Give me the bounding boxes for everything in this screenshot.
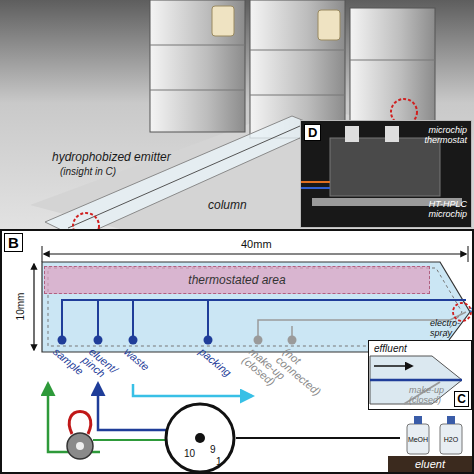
zone-label: thermostated area: [45, 267, 429, 293]
supply-line: [236, 437, 400, 439]
inset-label: microchip thermostat: [397, 125, 467, 145]
port-number: 1: [216, 456, 222, 467]
port-label: eluent/ pinch: [80, 346, 125, 389]
port-dot: [254, 336, 263, 345]
flow-label: effluent: [374, 343, 407, 354]
bottle-cap: [447, 416, 455, 424]
dimension-label: 10mm: [15, 292, 26, 322]
inset-background: [368, 340, 472, 410]
panel-background: [0, 229, 474, 474]
solvent-bottle: [440, 424, 462, 454]
chip-outline: [42, 262, 470, 352]
callout-note: (insight in C): [60, 166, 116, 177]
dimension-tick: [468, 246, 469, 262]
port-number: 10: [184, 448, 195, 459]
solvent-bottle: [407, 424, 429, 454]
port-dot: [94, 336, 103, 345]
glass-chip: [45, 116, 322, 238]
inset-photo: [300, 120, 472, 228]
panel-letter: D: [304, 124, 321, 141]
tubing-loop: [69, 412, 91, 435]
chip-channel: [207, 300, 209, 340]
panel-letter: C: [454, 391, 469, 407]
dimension-line: [33, 264, 34, 350]
thermostated-zone: thermostated area: [44, 266, 430, 294]
block-label: eluent: [388, 456, 472, 472]
gauge-center: [76, 442, 84, 450]
dimension-line: [44, 253, 466, 254]
block-groove: [350, 60, 435, 61]
valve-body: [166, 404, 234, 472]
wire: [300, 187, 330, 189]
port-number: 9: [210, 444, 216, 455]
inset-label: HT-HPLC microchip: [407, 199, 467, 219]
port-dot: [204, 336, 213, 345]
switching-valve: 10 91: [164, 402, 236, 474]
port-dot: [58, 336, 67, 345]
fitting-knob: [318, 10, 340, 40]
dimension-label: 40mm: [241, 238, 272, 250]
bottle-label: H2O: [440, 436, 462, 443]
port-label: packing: [197, 346, 250, 393]
panel-letter: B: [4, 233, 23, 252]
block-groove: [250, 50, 345, 51]
callout-label: hydrophobized emitter: [52, 150, 171, 164]
sample-line: [93, 439, 166, 441]
photo-background: [0, 0, 474, 229]
port-label: waste: [122, 346, 175, 393]
chip-channel: [370, 379, 462, 382]
channel-label: make-up (closed): [409, 385, 453, 405]
inset-photo-frame: Dmicrochip thermostatHT-HPLC microchip: [300, 120, 472, 228]
metal-block: [250, 0, 345, 138]
metal-block: [150, 0, 245, 132]
block-groove: [150, 45, 245, 46]
spray-label: electro-spray: [430, 318, 472, 338]
dimension-tick: [42, 246, 43, 262]
flow-arrow: [374, 365, 412, 367]
block-groove: [250, 95, 345, 96]
wire: [300, 181, 330, 183]
callout-label: column: [208, 198, 247, 212]
bottle-cap: [414, 416, 422, 424]
valve-rotor: [195, 433, 205, 443]
fitting-knob: [385, 126, 399, 142]
fitting-knob: [345, 126, 359, 142]
chip-column: [68, 126, 300, 228]
eluent-block: eluent: [388, 456, 472, 472]
chip-channel: [132, 300, 134, 340]
pressure-gauge: [67, 433, 93, 459]
block-groove: [150, 90, 245, 91]
valve-outline: [164, 402, 236, 474]
waste-line: [133, 384, 252, 396]
detail-inset: Ceffluent make-up (closed): [368, 340, 472, 410]
metal-block: [350, 8, 435, 126]
port-dot: [129, 336, 138, 345]
chip-channel: [97, 300, 99, 340]
fitting-knob: [212, 6, 234, 36]
port-dot: [288, 336, 297, 345]
chip-tip: [370, 356, 462, 404]
bottle-label: MeOH: [407, 436, 429, 443]
thermostat-body: [330, 138, 440, 196]
schematic-panel: Bthermostated areaCeffluent make-up (clos…: [0, 229, 474, 474]
chip-channel: [62, 300, 466, 340]
